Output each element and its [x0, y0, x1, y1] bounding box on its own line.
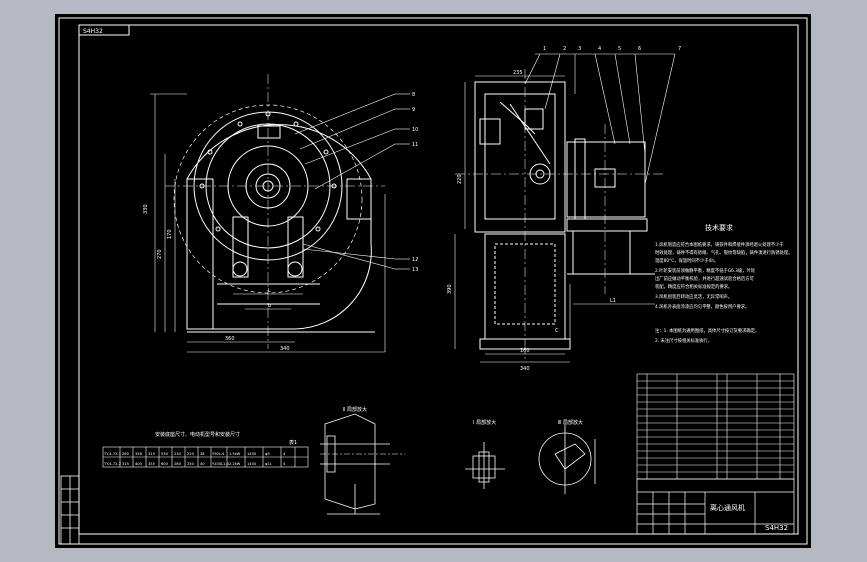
note-line: 2. 未注尺寸按相关标准执行。 — [655, 337, 712, 344]
table-cell: φ11 — [265, 462, 272, 466]
part-balloons: 1 2 3 4 5 6 7 8 9 10 11 12 13 — [412, 46, 681, 273]
table-cell: 4 — [283, 452, 286, 456]
balloon-7: 7 — [678, 46, 681, 52]
balloon-12: 12 — [412, 257, 418, 263]
tech-req-line: 1.风机制造应符合本图纸要求，铸铁件和焊接件须经退火处理不少于 — [655, 241, 784, 248]
dim-l: L — [268, 288, 271, 294]
center-lines-side — [455, 69, 665, 359]
dim-170: 170 — [167, 229, 173, 239]
balloon-4: 4 — [598, 46, 601, 52]
balloon-13: 13 — [412, 267, 418, 273]
table-cell: TY-4-72-2 — [103, 462, 121, 466]
tech-req-line: 出厂前应做动平衡校验，并进行超速试验合格后方可 — [655, 275, 755, 282]
detail-view-2 — [320, 413, 405, 515]
table-cell: 250 — [187, 462, 195, 466]
dim-labels-front: 330 270 170 360 340 L b — [143, 204, 290, 352]
table-cell: 1450 — [247, 452, 257, 456]
note-line: 注：1. 本图纸为通用图纸，具体尺寸按订货要求确定。 — [655, 327, 759, 334]
dim-b: b — [268, 303, 271, 309]
bill-of-materials — [636, 373, 795, 480]
dim-360: 360 — [225, 336, 235, 342]
dim-330: 330 — [143, 204, 149, 214]
table-title: 安装底座尺寸、电动机型号和安装尺寸 — [155, 431, 240, 438]
cad-drawing-canvas: S4H32 — [58, 17, 808, 545]
dim-160: 160 — [520, 348, 530, 354]
dimension-table — [102, 446, 309, 468]
dim-270: 270 — [157, 249, 163, 259]
table-cell: 355 — [148, 462, 155, 466]
dim-l1: L1 — [610, 298, 616, 304]
balloon-6: 6 — [638, 46, 641, 52]
table-cell: 1450 — [247, 462, 257, 466]
tech-req-line: 4.风机外表面涂漆应均匀平整，颜色按用户要求。 — [655, 303, 749, 310]
table-cell: 315 — [148, 452, 155, 456]
dimension-lines-front — [150, 93, 410, 353]
balloon-11: 11 — [412, 142, 418, 148]
binding-strip — [60, 475, 80, 545]
table-cell: 38 — [200, 452, 205, 456]
tech-req-line: 3.风机组装后转动应灵活，无异常响声。 — [655, 293, 732, 300]
balloon-3: 3 — [578, 46, 581, 52]
detail-view-1 — [465, 442, 505, 489]
table-caption: 表1 — [289, 439, 297, 446]
dim-340b: 340 — [520, 366, 530, 372]
tech-req-line: 温度80°C，保温时间不少于4h。 — [655, 257, 718, 264]
balloon-2: 2 — [563, 46, 566, 52]
tech-req-line: 装配，精度应符合相关标准规定的要求。 — [655, 283, 732, 290]
table-row: TY-4-72-2 315 400 355 600 260 250 40 Y10… — [103, 462, 286, 466]
tech-req-line: 2.叶轮安装前须做静平衡，精度不低于G6.3级，叶轮 — [655, 267, 756, 274]
detail-2-label: Ⅱ 局部放大 — [343, 406, 367, 413]
dim-c: C — [555, 328, 559, 334]
table-cell: 600 — [161, 462, 169, 466]
table-cell: 40 — [200, 462, 205, 466]
table-cell: 4 — [283, 462, 286, 466]
table-cell: 280 — [122, 452, 130, 456]
table-cell: 400 — [135, 462, 143, 466]
detail-1-label: Ⅰ 局部放大 — [473, 419, 496, 426]
detail-3-label: Ⅲ 局部放大 — [558, 419, 583, 426]
balloon-1: 1 — [543, 46, 546, 52]
table-cell: 2.2kW — [229, 462, 241, 466]
table-cell: TY-4-72-1 — [103, 452, 121, 456]
table-cell: Y90L-4 — [212, 452, 225, 456]
center-lines-front — [165, 74, 385, 349]
table-cell: Y100L1-4 — [212, 462, 230, 466]
drawing-frame — [58, 17, 808, 545]
detail-view-3 — [538, 424, 596, 494]
rotated-label: S4H32 — [83, 28, 103, 35]
dim-220: 220 — [457, 174, 463, 184]
balloon-5: 5 — [618, 46, 621, 52]
dim-235: 235 — [513, 70, 523, 76]
drawing-number: S4H32 — [765, 524, 788, 532]
balloon-9: 9 — [412, 107, 415, 113]
table-cell: 230 — [174, 452, 182, 456]
balloon-10: 10 — [412, 127, 418, 133]
dim-labels-side: 235 220 390 L1 C 160 340 — [447, 70, 616, 372]
table-row: TY-4-72-1 280 356 315 530 230 220 38 Y90… — [103, 452, 286, 456]
table-cell: 356 — [135, 452, 143, 456]
side-view — [474, 81, 655, 350]
balloon-8: 8 — [412, 92, 415, 98]
tech-req-title: 技术要求 — [705, 223, 733, 232]
table-cell: 220 — [187, 452, 195, 456]
tech-requirements: 技术要求 1.风机制造应符合本图纸要求，铸铁件和焊接件须经退火处理不少于 时效处… — [655, 223, 793, 344]
dim-340: 340 — [280, 346, 290, 352]
title-block — [636, 478, 795, 535]
front-view — [173, 104, 375, 333]
table-cell: 260 — [174, 462, 182, 466]
dim-390: 390 — [447, 284, 453, 294]
table-cell: 530 — [161, 452, 169, 456]
dimension-lines-side — [454, 53, 676, 363]
title-block-name: 离心通风机 — [710, 503, 745, 512]
table-cell: 315 — [122, 462, 129, 466]
table-cell: φ9 — [265, 452, 270, 456]
table-cell: 1.5kW — [229, 452, 241, 456]
tech-req-line: 时效处理，铸件不得有砂眼、气孔、裂纹等缺陷，铸件须进行防锈处理。 — [655, 249, 793, 256]
drawing-sheet: S4H32 — [55, 14, 811, 548]
